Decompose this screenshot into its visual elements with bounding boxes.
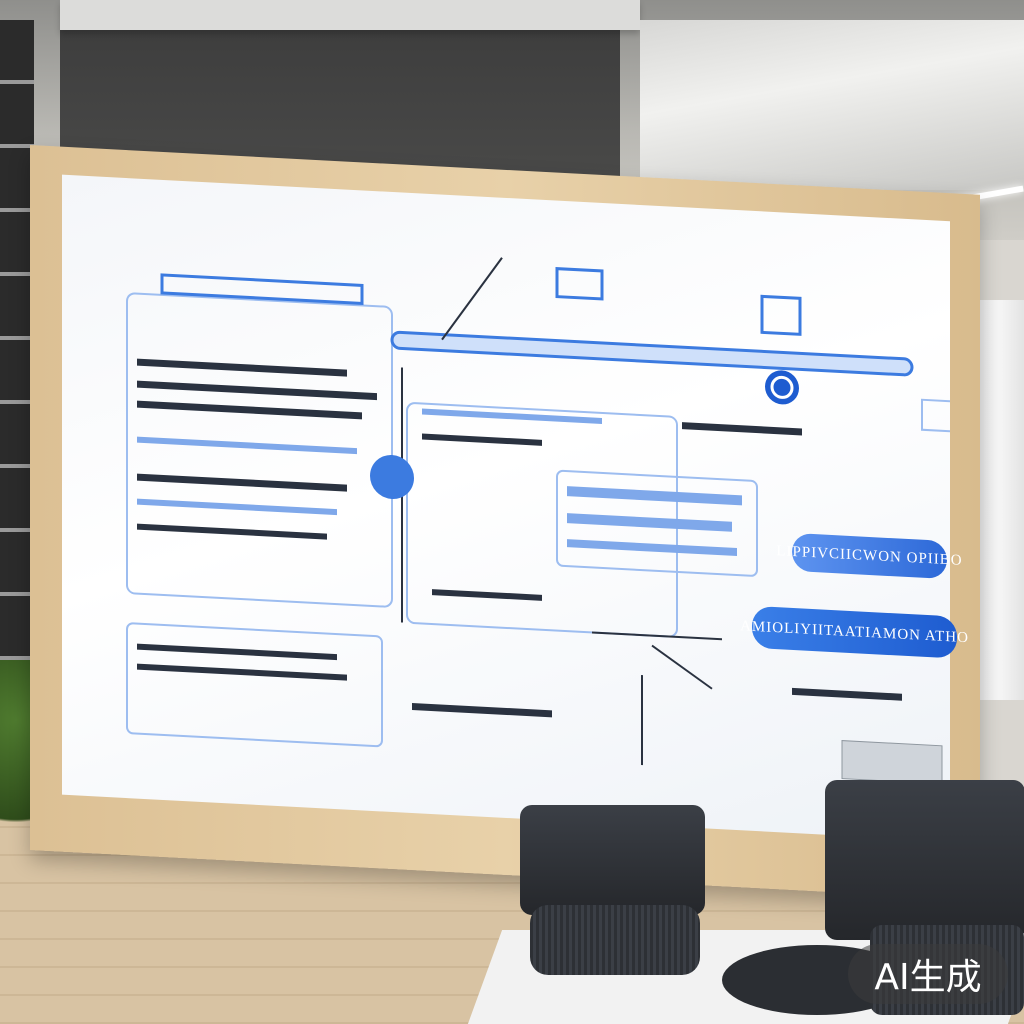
scribble xyxy=(567,513,732,532)
whiteboard: LIPPIVCIICWON OPIIBO AMIOLIYIITAATIAMON … xyxy=(62,174,969,842)
top-left-bar xyxy=(160,273,364,305)
text-scribbles-dark xyxy=(137,358,902,718)
watermark-text: AI生成 xyxy=(874,957,982,998)
office-chair-back xyxy=(520,805,705,915)
connector-lines xyxy=(401,257,722,766)
top-right-box xyxy=(760,294,802,336)
circle-nodes xyxy=(370,370,799,500)
blue-bars xyxy=(160,267,914,377)
diagram-pill-label: LIPPIVCIICWON OPIIBO xyxy=(776,532,963,580)
scribble xyxy=(567,539,737,557)
connector-line xyxy=(651,644,713,690)
scribble xyxy=(137,663,347,681)
scribble xyxy=(412,703,552,718)
scribble xyxy=(137,473,347,492)
text-scribbles-blue xyxy=(137,408,922,646)
logo-circle-inner xyxy=(770,375,794,399)
whiteboard-frame: LIPPIVCIICWON OPIIBO AMIOLIYIITAATIAMON … xyxy=(30,145,980,900)
connector-line xyxy=(441,257,503,341)
center-inner-box xyxy=(556,469,758,577)
ai-generated-watermark: AI生成 xyxy=(848,944,1008,1004)
logo-circle-node xyxy=(765,370,799,405)
right-curtain xyxy=(974,300,1024,700)
corner-box xyxy=(921,398,950,433)
scribble xyxy=(137,523,327,540)
ceiling-beam xyxy=(60,0,640,30)
scribble xyxy=(137,498,337,516)
blue-circle-node xyxy=(370,454,414,500)
scribble xyxy=(137,400,362,420)
top-center-box xyxy=(555,267,604,301)
scribble xyxy=(432,589,542,601)
connector-line xyxy=(592,631,722,641)
main-pipeline-bar xyxy=(390,330,914,377)
scribble xyxy=(567,486,742,506)
office-chair-seat xyxy=(530,905,700,975)
office-chair-back xyxy=(825,780,1024,940)
left-lower-box xyxy=(126,622,383,748)
scribble xyxy=(137,643,337,661)
scribble xyxy=(792,687,902,701)
scribble xyxy=(137,380,377,401)
scribble xyxy=(137,436,357,455)
scribble xyxy=(137,358,347,377)
ceiling-duct xyxy=(640,20,1024,190)
left-window xyxy=(0,20,34,710)
scribble xyxy=(422,408,602,424)
whiteboard-diagram xyxy=(126,257,950,785)
scribble xyxy=(422,433,542,446)
scribble xyxy=(682,422,802,436)
vent-grille xyxy=(841,740,943,785)
